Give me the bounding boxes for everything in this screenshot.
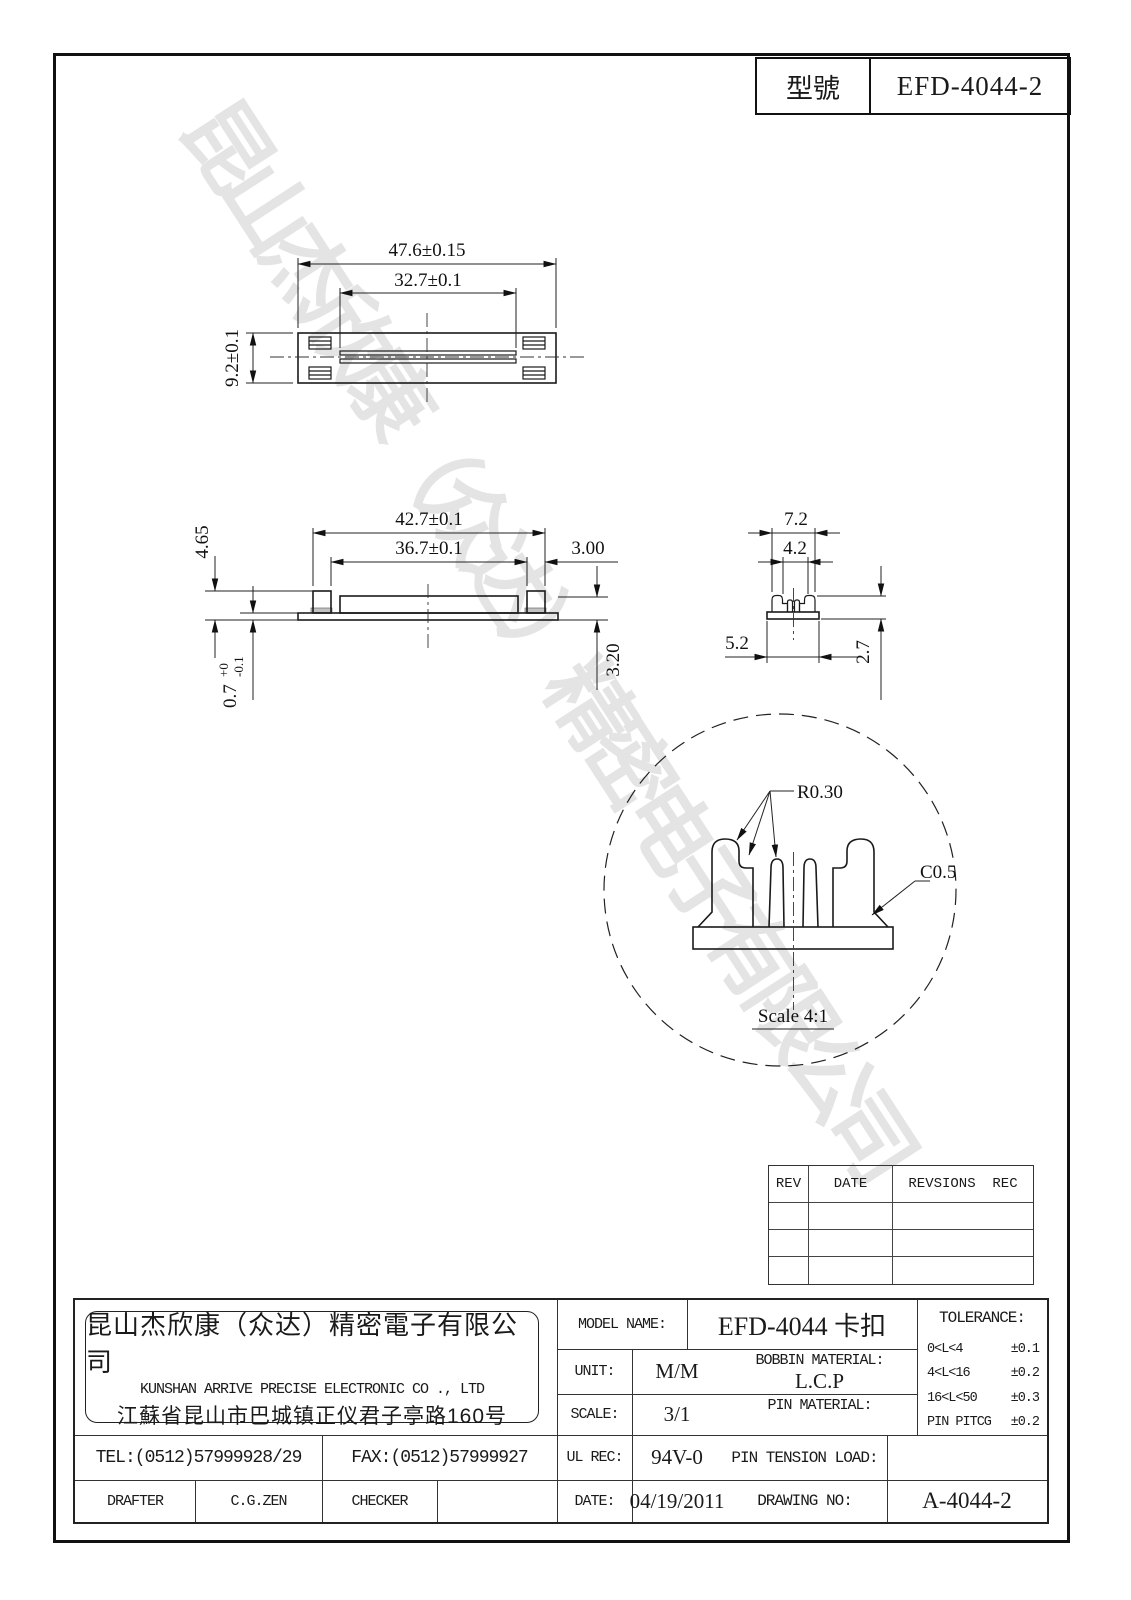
bobbin-material-label: BOBBIN MATERIAL: (755, 1351, 884, 1369)
dim-side-inner-width: 4.2 (783, 538, 807, 559)
rev-cell-empty (809, 1257, 893, 1284)
drafter-label: DRAFTER (106, 1492, 164, 1510)
dim-side-height: 2.7 (853, 640, 874, 664)
dim-side-outer-width: 7.2 (784, 509, 808, 530)
tolerance-row: 0<L<4 ±0.1 (927, 1342, 1040, 1357)
dim-front-width: 42.7±0.1 (395, 509, 462, 530)
model-label: 型號 (757, 59, 871, 113)
company-address: 江蘇省昆山市巴城镇正仪君子亭路160号 (116, 1404, 508, 1428)
ul-rec-value: 94V-0 (651, 1445, 703, 1469)
dim-front-base-thickness-lower: -0.1 (231, 656, 246, 677)
rev-cell-empty (769, 1257, 809, 1284)
dim-front-total-height: 4.65 (192, 525, 213, 558)
rev-cell-empty (769, 1203, 809, 1230)
pin-material-value (722, 1414, 917, 1434)
company-info-box: 昆山杰欣康（众达）精密電子有限公司 KUNSHAN ARRIVE PRECISE… (85, 1310, 539, 1428)
checker-value (437, 1480, 557, 1522)
detail-radius-callout: R0.30 (797, 782, 843, 803)
pin-material-label: PIN MATERIAL: (767, 1396, 872, 1414)
tolerance-value: ±0.1 (1010, 1342, 1040, 1357)
tolerance-row: PIN PITCG ±0.2 (927, 1415, 1040, 1430)
scale-value: 3/1 (663, 1402, 691, 1426)
tolerance-title: TOLERANCE: (938, 1309, 1026, 1327)
dim-front-base-thickness-upper: +0 (216, 663, 231, 677)
tolerance-value: ±0.2 (1010, 1415, 1040, 1430)
dim-front-body-height: 3.20 (603, 643, 624, 676)
model-value: EFD-4044-2 (896, 70, 1044, 101)
checker-label: CHECKER (351, 1492, 408, 1510)
rev-cell-empty (809, 1230, 893, 1257)
tolerance-range: 4<L<16 (927, 1366, 971, 1381)
ul-rec-label: UL REC: (566, 1449, 623, 1466)
dim-front-end-margin: 3.00 (571, 538, 604, 559)
company-name-en: KUNSHAN ARRIVE PRECISE ELECTRONIC CO ., … (139, 1380, 485, 1398)
tolerance-range: PIN PITCG (927, 1415, 992, 1430)
rev-cell-empty (769, 1230, 809, 1257)
tolerance-row: 16<L<50 ±0.3 (927, 1391, 1040, 1406)
side-view: 7.2 4.2 5.2 2.7 (725, 509, 886, 700)
pin-tension-load-label: PIN TENSION LOAD: (731, 1448, 878, 1467)
top-view: 47.6±0.15 32.7±0.1 9.2±0.1 (222, 240, 584, 405)
tolerance-value: ±0.2 (1010, 1366, 1040, 1381)
rev-col-header: REV (769, 1166, 809, 1203)
date-value: 04/19/2011 (629, 1488, 725, 1513)
dim-top-width: 47.6±0.15 (389, 240, 466, 261)
drawing-no-value: A-4044-2 (922, 1488, 1012, 1513)
model-name-label: MODEL NAME: (577, 1316, 667, 1333)
unit-label: UNIT: (574, 1363, 615, 1380)
tel-number: TEL:(0512)57999928/29 (95, 1447, 303, 1468)
revision-table: REV DATE REVSIONS REC (768, 1165, 1034, 1285)
drawing-sheet-border (53, 53, 1070, 1543)
mounting-pads (308, 336, 546, 380)
model-number-box: 型號 EFD-4044-2 (755, 57, 1071, 115)
drawing-no-label: DRAWING NO: (757, 1492, 853, 1510)
dim-top-inner-width: 32.7±0.1 (394, 270, 461, 291)
rev-cell-empty (893, 1203, 1033, 1230)
title-block: 昆山杰欣康（众达）精密電子有限公司 KUNSHAN ARRIVE PRECISE… (73, 1298, 1049, 1524)
tolerance-range: 0<L<4 (927, 1342, 964, 1357)
dim-front-base-thickness: 0.7 (220, 684, 241, 708)
tolerance-range: 16<L<50 (927, 1391, 978, 1406)
dim-side-base-width: 5.2 (725, 633, 749, 654)
detail-chamfer-callout: C0.5 (920, 862, 956, 883)
fax-number: FAX:(0512)57999927 (351, 1447, 528, 1468)
revisions-col-header: REVSIONS REC (893, 1166, 1033, 1203)
dim-front-inner-width: 36.7±0.1 (395, 538, 462, 559)
dim-top-height: 9.2±0.1 (222, 329, 243, 387)
center-slot (339, 350, 517, 364)
detail-scale-note: Scale 4:1 (758, 1006, 828, 1027)
tolerance-row: 4<L<16 ±0.2 (927, 1366, 1040, 1381)
tolerance-value: ±0.3 (1010, 1391, 1040, 1406)
unit-value: M/M (655, 1359, 699, 1383)
detail-view: R0.30 C0.5 Scale 4:1 (603, 713, 957, 1067)
drafter-value: C.G.ZEN (230, 1492, 287, 1510)
bobbin-material-value: L.C.P (794, 1368, 844, 1393)
front-view: 42.7±0.1 36.7±0.1 3.00 4.65 0.7 +0 -0.1 … (192, 509, 624, 708)
date-col-header: DATE (809, 1166, 893, 1203)
rev-cell-empty (893, 1257, 1033, 1284)
date-label: DATE: (574, 1492, 615, 1510)
rev-cell-empty (809, 1203, 893, 1230)
pin-tension-load-value (887, 1435, 1047, 1480)
company-name-cn: 昆山杰欣康（众达）精密電子有限公司 (86, 1309, 519, 1377)
model-name-value: EFD-4044 卡扣 (717, 1312, 887, 1341)
scale-label: SCALE: (570, 1406, 619, 1423)
detail-circle (603, 713, 957, 1067)
rev-cell-empty (893, 1230, 1033, 1257)
